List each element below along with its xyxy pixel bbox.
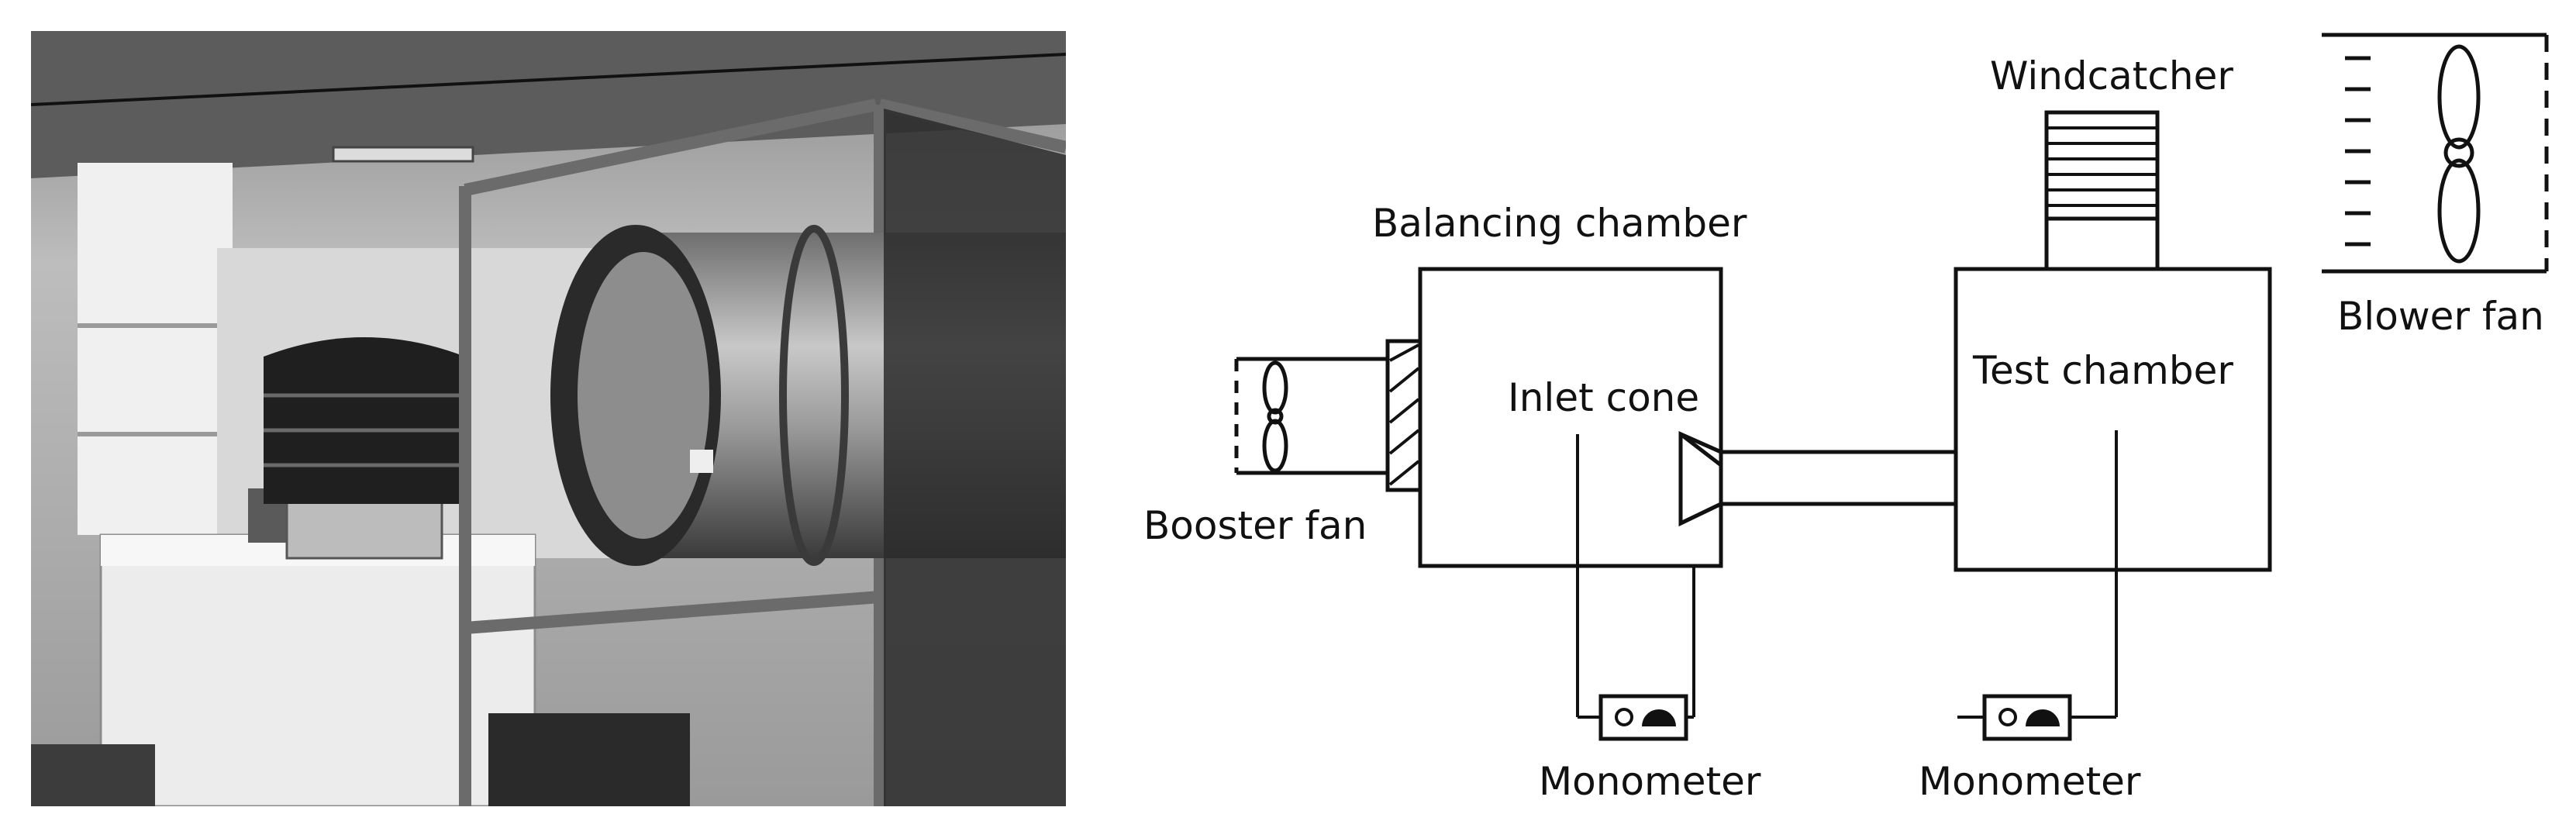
blower-fan-label: Blower fan (2337, 294, 2544, 339)
balancing-chamber-label: Balancing chamber (1372, 201, 1747, 246)
test-chamber-box (1954, 267, 2272, 572)
chamber-panel (884, 109, 1066, 806)
inlet-cone (1678, 431, 1723, 526)
windcatcher-label: Windcatcher (1990, 53, 2233, 98)
windcatcher-symbol (2044, 110, 2160, 271)
inlet-cone-label: Inlet cone (1508, 375, 1699, 420)
test-chamber-label: Test chamber (1972, 348, 2233, 393)
ceiling-light (332, 146, 474, 163)
booster-fan-label: Booster fan (1143, 503, 1367, 548)
monometer-left-label: Monometer (1539, 759, 1761, 804)
monometer-right-label: Monometer (1919, 759, 2141, 804)
windcatcher-model (264, 337, 465, 560)
test-rig-photo (31, 31, 1066, 806)
monometer-left-symbol (1576, 434, 1695, 741)
connecting-duct (1721, 450, 1956, 506)
floor-unit (488, 713, 690, 806)
booster-fan (1234, 339, 1422, 492)
blower-fan-symbol (2322, 33, 2549, 274)
monometer-right-symbol (1957, 430, 2118, 741)
window (78, 163, 233, 535)
balancing-chamber-box (1418, 267, 1723, 568)
